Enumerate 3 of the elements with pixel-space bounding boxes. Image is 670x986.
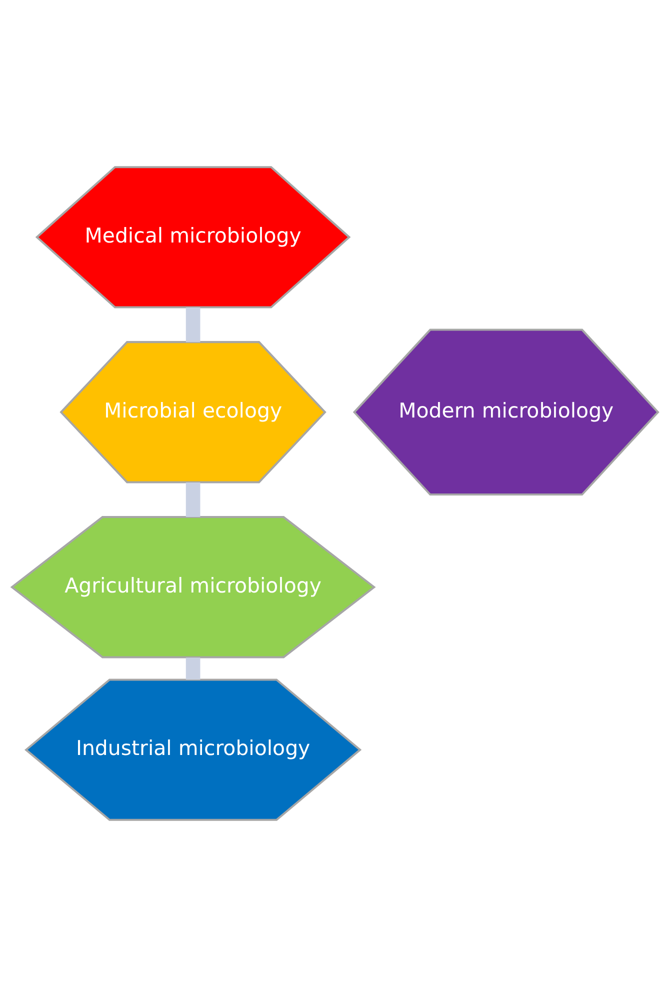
connector — [186, 307, 200, 342]
connector — [186, 657, 200, 680]
connector — [186, 482, 200, 517]
